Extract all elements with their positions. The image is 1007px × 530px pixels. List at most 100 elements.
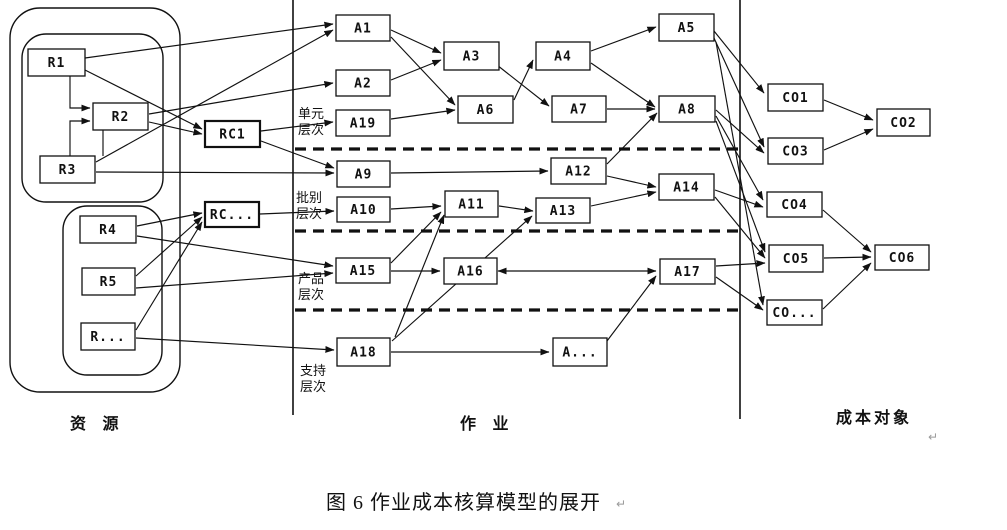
edge-A5-CO1 xyxy=(713,30,765,94)
node-box-R3 xyxy=(39,155,96,184)
node-label-RC1: RC1 xyxy=(219,128,245,143)
node-box-R1 xyxy=(27,48,86,77)
node-label-CO1: CO1 xyxy=(782,91,808,106)
node-box-A13 xyxy=(535,197,591,224)
edge-A1-A3 xyxy=(390,29,442,54)
node-box-CO4 xyxy=(766,191,823,218)
node-label-A4: A4 xyxy=(554,50,572,65)
node-A8: A8 xyxy=(658,95,716,123)
node-box-CO5 xyxy=(768,244,824,273)
resource-group-top xyxy=(21,33,164,203)
node-A18: A18 xyxy=(336,337,391,367)
node-box-A7 xyxy=(551,95,607,123)
node-CO6: CO6 xyxy=(874,244,930,271)
node-A19: A19 xyxy=(335,109,391,137)
section-label-cost-objects: 成本对象 xyxy=(836,410,913,427)
node-box-A15 xyxy=(335,257,391,284)
node-label-R4: R4 xyxy=(99,223,117,238)
node-box-A16 xyxy=(443,257,498,285)
node-A15: A15 xyxy=(335,257,391,284)
section-label-resources: 资 源 xyxy=(70,416,125,433)
node-label-CO2: CO2 xyxy=(890,116,916,131)
node-label-A7: A7 xyxy=(570,103,588,118)
node-label-A8: A8 xyxy=(678,103,696,118)
node-label-A10: A10 xyxy=(350,203,376,218)
node-label-A17: A17 xyxy=(674,265,700,280)
edge-R1-A1 xyxy=(84,21,334,59)
node-box-A12 xyxy=(550,157,607,185)
level-label-1: 批别层次 xyxy=(296,190,322,221)
node-label-A19: A19 xyxy=(350,117,376,132)
node-A4: A4 xyxy=(535,41,591,71)
edge-R5-A15 xyxy=(135,270,334,289)
node-box-CO6 xyxy=(874,244,930,271)
resource-outer-frame xyxy=(9,7,181,393)
edge-RC1-A19 xyxy=(260,119,334,132)
node-box-CO3 xyxy=(767,137,824,165)
node-box-A9 xyxy=(336,160,391,188)
node-label-A16: A16 xyxy=(457,265,483,280)
edge-R1-RC1 xyxy=(84,69,203,130)
node-box-A18 xyxy=(336,337,391,367)
node-label-A9: A9 xyxy=(355,168,373,183)
edge-A15-A11 xyxy=(390,211,442,264)
node-CO1: CO1 xyxy=(767,83,824,112)
paragraph-return-mark: ↵ xyxy=(928,430,939,444)
edge-R3-R2 xyxy=(69,117,91,156)
edge-RC1-A9 xyxy=(260,140,335,169)
node-R5: R5 xyxy=(81,267,136,296)
edge-A18-A11 xyxy=(394,214,445,338)
node-A12: A12 xyxy=(550,157,607,185)
node-box-Rn xyxy=(80,322,136,351)
node-label-A13: A13 xyxy=(550,204,576,219)
edge-R5-RCn xyxy=(135,216,203,277)
level-label-3: 支持层次 xyxy=(300,363,326,394)
node-RCn: RC... xyxy=(203,200,261,229)
node-label-A3: A3 xyxy=(463,50,481,65)
edge-R2-A2 xyxy=(148,81,334,115)
node-box-CO1 xyxy=(767,83,824,112)
node-label-RCn: RC... xyxy=(210,208,254,223)
node-box-A1 xyxy=(335,14,391,42)
node-box-A11 xyxy=(444,190,499,218)
edge-A12-A8 xyxy=(606,112,658,165)
node-label-A14: A14 xyxy=(673,181,699,196)
edge-R3-A9 xyxy=(95,169,335,177)
node-box-R2 xyxy=(92,102,149,131)
node-A5: A5 xyxy=(658,13,715,42)
node-box-A5 xyxy=(658,13,715,42)
node-A1: A1 xyxy=(335,14,391,42)
node-A3: A3 xyxy=(443,41,500,71)
node-box-An xyxy=(552,337,608,367)
edge-A11-A13 xyxy=(498,205,534,214)
edge-A12-A14 xyxy=(606,175,657,189)
node-R4: R4 xyxy=(79,215,137,244)
node-A9: A9 xyxy=(336,160,391,188)
edge-CO1-CO2 xyxy=(823,99,874,121)
node-box-A17 xyxy=(659,258,716,285)
node-A6: A6 xyxy=(457,95,514,124)
edge-A2-A3 xyxy=(390,59,442,81)
node-A11: A11 xyxy=(444,190,499,218)
edge-A3-A7 xyxy=(496,64,550,107)
node-label-A12: A12 xyxy=(565,165,591,180)
node-box-COn xyxy=(766,299,823,326)
edge-A5-CO3 xyxy=(713,37,765,148)
edge-A10-A11 xyxy=(390,203,442,210)
edge-A9-A12 xyxy=(390,167,549,175)
node-label-R3: R3 xyxy=(59,163,77,178)
edge-CO4-CO6 xyxy=(822,209,872,253)
node-CO4: CO4 xyxy=(766,191,823,218)
node-label-CO5: CO5 xyxy=(783,252,809,267)
node-box-RCn xyxy=(203,200,261,229)
node-label-A1: A1 xyxy=(354,22,372,37)
edge-A5-COn xyxy=(715,41,765,306)
edge-Rn-RCn xyxy=(135,221,203,331)
edge-R4-RCn xyxy=(136,211,203,227)
node-COn: CO... xyxy=(766,299,823,326)
edge-R1-R2 xyxy=(69,76,91,112)
edge-A17-COn xyxy=(715,276,764,311)
node-A2: A2 xyxy=(335,69,391,97)
